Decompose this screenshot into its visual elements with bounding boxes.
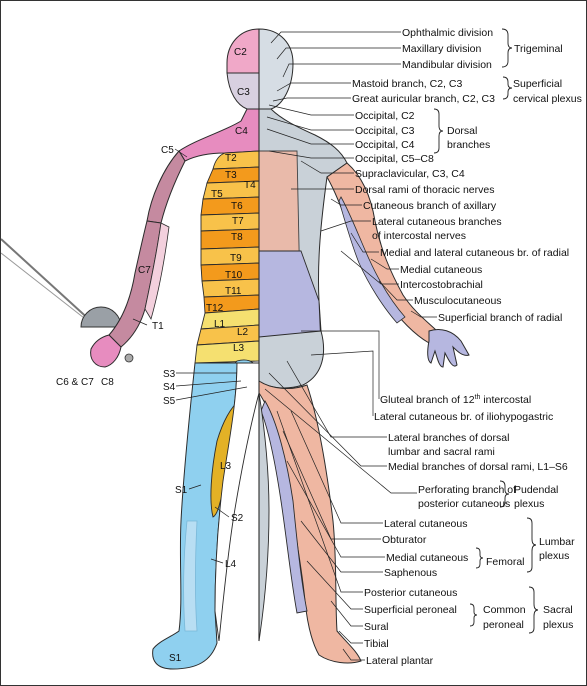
- seg-c4: C4: [235, 126, 248, 137]
- label-intercostobrachial: Intercostobrachial: [400, 279, 483, 291]
- seg-t7: T7: [232, 216, 244, 227]
- label-obturator: Obturator: [382, 534, 427, 546]
- label-branches: branches: [447, 139, 490, 151]
- seg-c3: C3: [237, 87, 250, 98]
- label-maxillary: Maxillary division: [402, 43, 482, 55]
- head-right-half: [258, 28, 294, 110]
- dermatome-c5-region: [146, 150, 186, 224]
- label-perforating-2: posterior cutaneous: [418, 498, 510, 510]
- label-cut-axillary: Cutaneous branch of axillary: [363, 200, 497, 212]
- label-lumbar-plexus: plexus: [539, 550, 569, 562]
- seg-l1: L1: [214, 319, 226, 330]
- seg-s1b: S1: [169, 653, 182, 664]
- seg-t8: T8: [231, 232, 243, 243]
- label-pudendal-plexus: plexus: [514, 498, 544, 510]
- left-hand: [90, 334, 122, 368]
- nerve-labels: Ophthalmic division Maxillary division M…: [352, 27, 582, 667]
- leader-lines: [264, 31, 437, 661]
- right-hand: [427, 328, 470, 368]
- label-lumbar: Lumbar: [539, 536, 575, 548]
- label-sural: Sural: [364, 621, 389, 633]
- seg-t9: T9: [230, 253, 242, 264]
- right-arm-lavender: [338, 196, 406, 324]
- label-lateral-plantar: Lateral plantar: [366, 655, 434, 667]
- segment-leaders: [132, 148, 248, 564]
- label-posterior-cutaneous: Posterior cutaneous: [364, 587, 457, 599]
- thoracic-bands: [194, 150, 260, 364]
- seg-s2: S2: [231, 513, 244, 524]
- dermatome-t1-strip: [144, 222, 170, 320]
- label-med-dorsal: Medial branches of dorsal rami, L1–S6: [388, 461, 568, 473]
- label-lateral-cutaneous: Lateral cutaneous: [384, 518, 467, 530]
- seg-l3: L3: [233, 343, 245, 354]
- seg-c2: C2: [234, 47, 247, 58]
- seg-s5: S5: [163, 396, 176, 407]
- seg-t2: T2: [225, 153, 237, 164]
- label-musculocutaneous: Musculocutaneous: [414, 295, 502, 307]
- label-tibial: Tibial: [364, 638, 389, 650]
- seg-t5: T5: [211, 189, 223, 200]
- label-mandibular: Mandibular division: [402, 59, 492, 71]
- label-gluteal-12: Gluteal branch of 12th intercostal: [380, 394, 531, 406]
- seg-s1: S1: [175, 485, 188, 496]
- dermatome-c2-region: [226, 28, 260, 74]
- seg-t3: T3: [225, 170, 237, 181]
- label-sacral-plexus: plexus: [543, 619, 573, 631]
- seg-t1: T1: [152, 321, 164, 332]
- right-buttock: [258, 330, 324, 389]
- label-lat-cut-2: of intercostal nerves: [372, 230, 466, 242]
- label-femoral: Femoral: [486, 556, 525, 568]
- seg-t6: T6: [231, 201, 243, 212]
- label-lat-dorsal-1: Lateral branches of dorsal: [388, 432, 509, 444]
- label-cervical-plexus: cervical plexus: [513, 93, 582, 105]
- seg-c8: C8: [101, 377, 114, 388]
- seg-l2: L2: [237, 327, 249, 338]
- label-mastoid: Mastoid branch, C2, C3: [352, 78, 462, 90]
- seg-c5: C5: [161, 145, 174, 156]
- label-occ-c4: Occipital, C4: [355, 139, 415, 151]
- label-common: Common: [483, 604, 526, 616]
- braces: [433, 28, 539, 634]
- label-med-lat-radial: Medial and lateral cutaneous br. of radi…: [380, 247, 569, 259]
- label-occ-c2: Occipital, C2: [355, 110, 415, 122]
- label-supraclavicular: Supraclavicular, C3, C4: [355, 168, 465, 180]
- label-trigeminal: Trigeminal: [514, 43, 563, 55]
- label-lat-dorsal-2: lumbar and sacral rami: [388, 446, 495, 458]
- left-leg-inner: [214, 362, 260, 642]
- seg-l3b: L3: [220, 461, 232, 472]
- label-superficial-peroneal: Superficial peroneal: [364, 604, 457, 616]
- label-lat-cut-1: Lateral cutaneous branches: [372, 216, 502, 228]
- label-great-auricular: Great auricular branch, C2, C3: [352, 93, 495, 105]
- label-dorsal: Dorsal: [447, 125, 477, 137]
- label-ophthalmic: Ophthalmic division: [402, 27, 493, 39]
- left-leg-l4-stripe: [183, 520, 198, 632]
- label-medial-cut-fem: Medial cutaneous: [386, 552, 468, 564]
- label-dorsal-rami-thoracic: Dorsal rami of thoracic nerves: [355, 184, 494, 196]
- label-medial-cutaneous: Medial cutaneous: [400, 264, 482, 276]
- label-superficial: Superficial: [513, 78, 562, 90]
- label-saphenous: Saphenous: [384, 567, 437, 579]
- label-peroneal: peroneal: [483, 619, 524, 631]
- segment-labels: C2 C3 C4 C5 T2 T3 T4 T5 T6 T7 T8 T9 T10 …: [56, 47, 256, 664]
- seg-t12: T12: [206, 303, 224, 314]
- right-leg-gray: [258, 392, 270, 642]
- seg-t10: T10: [225, 270, 243, 281]
- seg-c6c7: C6 & C7: [56, 377, 94, 388]
- seg-l4: L4: [225, 559, 237, 570]
- seg-c7: C7: [138, 265, 151, 276]
- seg-s4: S4: [163, 382, 176, 393]
- label-iliohypogastric: Lateral cutaneous br. of iliohypogastric: [374, 411, 553, 423]
- label-occ-c5c8: Occipital, C5–C8: [355, 153, 434, 165]
- label-pudendal: Pudendal: [514, 484, 558, 496]
- label-sacral: Sacral: [543, 604, 573, 616]
- seg-t4: T4: [244, 180, 256, 191]
- label-perforating-1: Perforating branch of: [418, 484, 516, 496]
- label-occ-c3: Occipital, C3: [355, 125, 415, 137]
- label-superficial-radial: Superficial branch of radial: [438, 312, 562, 324]
- right-leg-lavender: [260, 399, 308, 614]
- seg-s3: S3: [163, 369, 176, 380]
- seg-t11: T11: [225, 286, 242, 297]
